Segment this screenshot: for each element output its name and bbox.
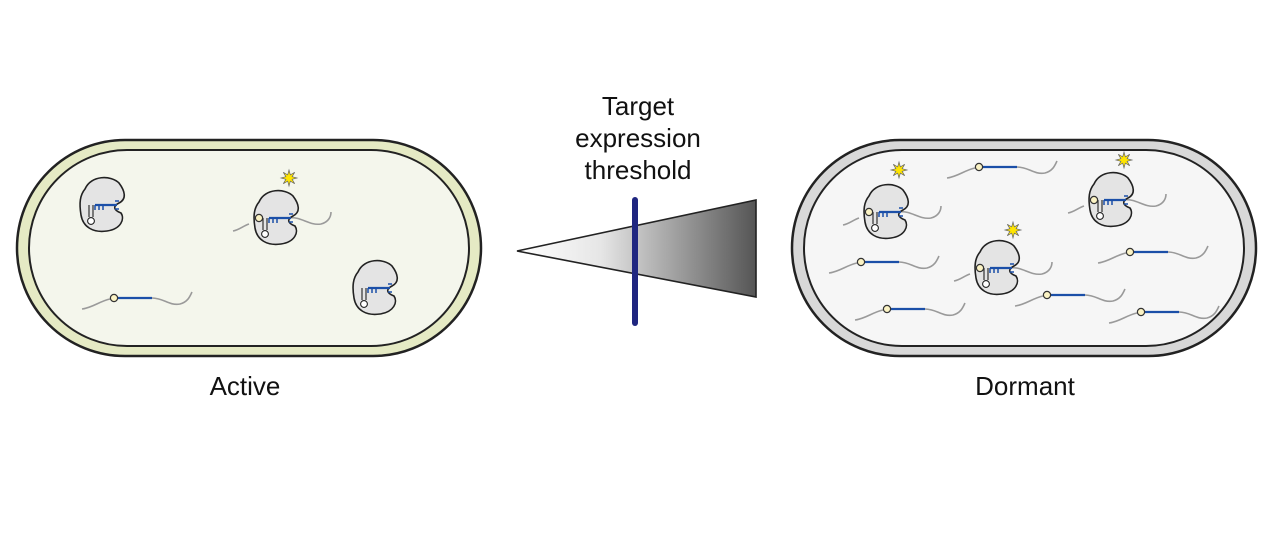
mrna-cap [975, 263, 985, 273]
bound-mrna-3prime [1009, 261, 1053, 276]
bound-mrna-5prime [842, 217, 860, 226]
molecules-layer [79, 150, 1220, 324]
mrna-cap [1042, 290, 1052, 300]
bound-mrna-5prime [1067, 205, 1085, 214]
mrna [828, 255, 940, 274]
mrna [1097, 245, 1209, 264]
activity-star-icon [279, 168, 299, 188]
trna-bulb-icon [982, 280, 990, 288]
dormant-cell-cytoplasm [803, 149, 1245, 347]
active-label: Active [209, 371, 281, 401]
peptide-chain [94, 205, 104, 210]
ribosome [842, 160, 942, 240]
peptide-chain [1103, 200, 1113, 205]
bound-mrna-3prime [898, 205, 942, 220]
mrna-5prime-tail [1014, 295, 1044, 307]
trna-stem-icon [872, 212, 878, 224]
trna-bulb-icon [871, 224, 879, 232]
mrna-3prime-tail [924, 302, 966, 317]
ribosome [232, 168, 332, 246]
mrna-cap [1136, 307, 1146, 317]
threshold-line-3: threshold [584, 155, 692, 185]
peptide-chain [268, 218, 278, 223]
mrna-cap [864, 207, 874, 217]
mrna-3prime-tail [151, 291, 193, 306]
mrna [854, 302, 966, 321]
threshold-label: Target expression threshold [548, 90, 728, 186]
activity-star-icon [1003, 220, 1023, 240]
activity-star-icon [1114, 150, 1134, 170]
trna-stem-icon [361, 288, 367, 300]
mrna [81, 291, 193, 310]
bound-mrna-5prime [953, 273, 971, 282]
mrna-5prime-tail [81, 298, 111, 310]
mrna-5prime-tail [828, 262, 858, 274]
peptide-chain [989, 268, 999, 273]
trna-bulb-icon [261, 230, 269, 238]
trna-marks [899, 207, 903, 217]
mrna [1108, 305, 1220, 324]
bound-mrna-3prime [1123, 193, 1167, 208]
trna-marks [1010, 263, 1014, 273]
ribosome [953, 220, 1053, 296]
mrna [946, 160, 1058, 179]
mrna-cap [109, 293, 119, 303]
trna-bulb-icon [360, 300, 368, 308]
trna-marks [115, 200, 119, 210]
mrna-cap [856, 257, 866, 267]
mrna [1014, 288, 1126, 307]
trna-bulb-icon [1096, 212, 1104, 220]
trna-stem-icon [262, 218, 268, 230]
trna-marks [388, 283, 392, 293]
trna-marks [289, 213, 293, 223]
mrna-cap [254, 213, 264, 223]
ribosome [1067, 150, 1167, 228]
mrna-5prime-tail [946, 167, 976, 179]
mrna-5prime-tail [1108, 312, 1138, 324]
bound-mrna-3prime [288, 211, 332, 226]
mrna-5prime-tail [854, 309, 884, 321]
mrna-cap [1089, 195, 1099, 205]
peptide-chain [367, 288, 377, 293]
trna-stem-icon [1097, 200, 1103, 212]
dormant-label: Dormant [975, 371, 1075, 401]
mrna-3prime-tail [898, 255, 940, 270]
ribosome [79, 176, 126, 233]
mrna-3prime-tail [1016, 160, 1058, 175]
mrna-3prime-tail [1167, 245, 1209, 260]
mrna-5prime-tail [1097, 252, 1127, 264]
activity-star-icon [889, 160, 909, 180]
mrna-3prime-tail [1084, 288, 1126, 303]
mrna-3prime-tail [1178, 305, 1220, 320]
ribosome [352, 259, 399, 316]
threshold-line-1: Target [601, 91, 675, 121]
mrna-cap [1125, 247, 1135, 257]
mrna-cap [882, 304, 892, 314]
peptide-chain [878, 212, 888, 217]
trna-bulb-icon [87, 217, 95, 225]
trna-marks [1124, 195, 1128, 205]
bound-mrna-5prime [232, 223, 250, 232]
mrna-cap [974, 162, 984, 172]
trna-stem-icon [88, 205, 94, 217]
trna-stem-icon [983, 268, 989, 280]
threshold-line-2: expression [575, 123, 701, 153]
